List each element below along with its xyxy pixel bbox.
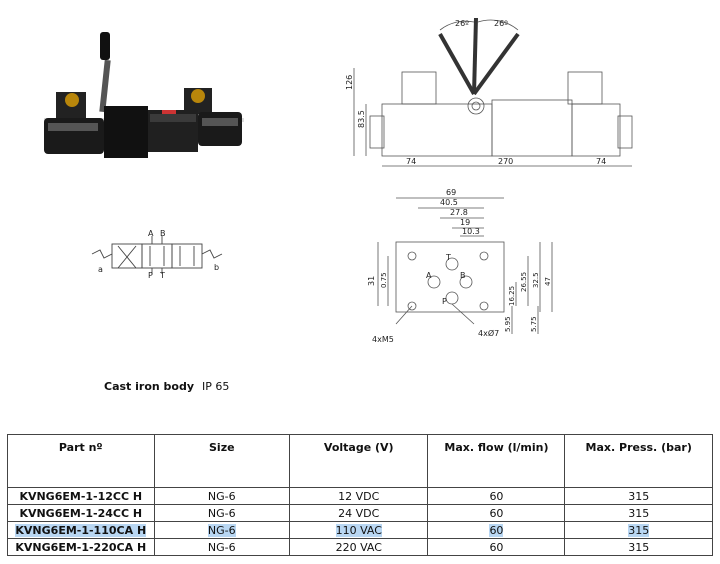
cell-size: NG-6 — [153, 504, 291, 522]
dim-5-95: 5.95 — [504, 316, 512, 332]
right-solenoid — [198, 112, 242, 146]
dim-16-25: 16.25 — [508, 286, 516, 306]
dim-height-body: 83.5 — [357, 110, 366, 128]
cell-size: NG-6 — [153, 538, 291, 556]
spec-table: Part nº Size Voltage (V) Max. flow (l/mi… — [7, 434, 713, 556]
dim-19: 19 — [460, 218, 470, 227]
table-row: KVNG6EM-1-220CA H NG-6 220 VAC 60 315 — [7, 538, 713, 556]
cell-pressure: 315 — [564, 538, 713, 556]
dim-69: 69 — [446, 188, 456, 197]
symbol-t: T — [159, 271, 165, 280]
cell-part: KVNG6EM-1-220CA H — [7, 538, 155, 556]
symbol-side-b: b — [214, 263, 219, 272]
table-row-highlighted: KVNG6EM-1-110CA H NG-6 110 VAC 60 315 — [7, 521, 713, 539]
hydraulic-symbol: A B P T a b — [91, 229, 223, 280]
dim-31: 31 — [367, 276, 376, 286]
dim-10-3: 10.3 — [462, 227, 480, 236]
caption-material: Cast iron body — [104, 380, 195, 393]
cell-voltage: 24 VDC — [289, 504, 429, 522]
screw-label: 4xM5 — [372, 335, 394, 344]
cell-pressure: 315 — [628, 523, 650, 537]
table-row: KVNG6EM-1-24CC H NG-6 24 VDC 60 315 — [7, 504, 713, 522]
dim-width-left: 74 — [406, 157, 416, 166]
cell-flow: 60 — [489, 523, 504, 537]
angle-left-label: 26º — [455, 19, 469, 28]
valve-photo — [44, 32, 244, 158]
header-voltage: Voltage (V) — [289, 434, 429, 488]
symbol-side-a: a — [98, 265, 103, 274]
cell-size: NG-6 — [153, 487, 291, 505]
manual-block — [104, 106, 148, 158]
cell-voltage: 110 VAC — [335, 523, 382, 537]
cell-part: KVNG6EM-1-110CA H — [15, 523, 147, 537]
header-size: Size — [153, 434, 291, 488]
cell-pressure: 315 — [564, 487, 713, 505]
cell-part: KVNG6EM-1-24CC H — [7, 504, 155, 522]
port-a-label: A — [426, 271, 432, 280]
cell-voltage: 12 VDC — [289, 487, 429, 505]
cell-size: NG-6 — [207, 523, 236, 537]
header-flow: Max. flow (l/min) — [427, 434, 566, 488]
dim-47: 47 — [544, 277, 552, 286]
dim-32-5: 32.5 — [532, 272, 540, 288]
dim-width-right: 74 — [596, 157, 606, 166]
dim-26-55: 26.55 — [520, 272, 528, 292]
dim-0-75: 0.75 — [380, 272, 388, 288]
cell-flow: 60 — [427, 504, 566, 522]
holes-label: 4xØ7 — [478, 328, 499, 338]
dim-height-total: 126 — [345, 75, 354, 90]
lever-handle — [100, 32, 110, 60]
caption: Cast iron body IP 65 — [104, 380, 229, 393]
angle-right-label: 26º — [494, 19, 508, 28]
cell-pressure: 315 — [564, 504, 713, 522]
cell-flow: 60 — [427, 538, 566, 556]
symbol-b: B — [160, 229, 166, 238]
dim-5-75: 5.75 — [530, 316, 538, 332]
caption-rating: IP 65 — [202, 380, 230, 393]
cell-voltage: 220 VAC — [289, 538, 429, 556]
lever-rod — [99, 59, 111, 113]
cell-part: KVNG6EM-1-12CC H — [7, 487, 155, 505]
side-view-drawing: 26º 26º 126 83.5 74 270 74 — [345, 17, 633, 167]
table-header-row: Part nº Size Voltage (V) Max. flow (l/mi… — [7, 434, 713, 488]
header-pressure: Max. Press. (bar) — [564, 434, 713, 488]
table-row: KVNG6EM-1-12CC H NG-6 12 VDC 60 315 — [7, 487, 713, 505]
header-part: Part nº — [7, 434, 155, 488]
port-p-label: P — [442, 297, 447, 306]
dim-27-8: 27.8 — [450, 208, 468, 217]
port-face-drawing: 69 40.5 27.8 19 10.3 31 0.75 16.25 26.55… — [367, 188, 553, 344]
port-t-label: T — [445, 253, 451, 262]
port-b-label: B — [460, 271, 466, 280]
symbol-a: A — [148, 229, 154, 238]
dim-40-5: 40.5 — [440, 198, 458, 207]
dim-width-total: 270 — [498, 157, 513, 166]
cell-flow: 60 — [427, 487, 566, 505]
symbol-p: P — [148, 271, 153, 280]
